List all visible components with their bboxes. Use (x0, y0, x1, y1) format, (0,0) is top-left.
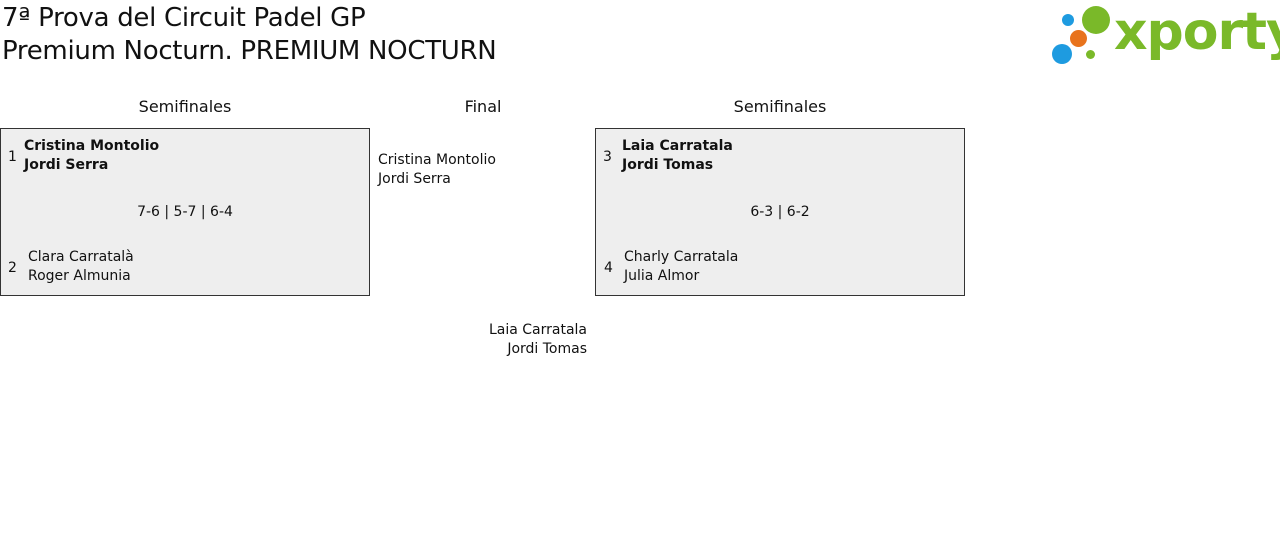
logo-dot-orange (1070, 30, 1087, 47)
logo-dot-blue-top (1062, 14, 1074, 26)
round-label-semifinal-left: Semifinales (138, 97, 232, 116)
match-score: 7-6 | 5-7 | 6-4 (137, 204, 233, 220)
player-name: Laia Carratala (622, 138, 733, 154)
final-team-right[interactable]: Laia Carratala Jordi Tomas (437, 321, 587, 359)
player-name: Jordi Tomas (622, 157, 714, 173)
round-label-semifinal-right: Semifinales (733, 97, 827, 116)
player-name: Jordi Serra (378, 171, 451, 187)
team-loser[interactable]: Clara Carratalà Roger Almunia (28, 248, 134, 286)
semifinal-match-right[interactable]: 3 Laia Carratala Jordi Tomas 6-3 | 6-2 4… (595, 128, 965, 296)
title-line-2: Premium Nocturn. PREMIUM NOCTURN (2, 36, 497, 66)
logo-text: xporty (1114, 2, 1280, 62)
logo-dot-blue-bottom (1052, 44, 1072, 64)
match-score: 6-3 | 6-2 (750, 204, 810, 220)
player-name: Jordi Tomas (507, 341, 587, 357)
page-title: 7ª Prova del Circuit Padel GP Premium No… (2, 2, 497, 68)
semifinal-match-left[interactable]: 1 Cristina Montolio Jordi Serra 7-6 | 5-… (0, 128, 370, 296)
seed-number: 1 (8, 149, 17, 165)
final-team-left[interactable]: Cristina Montolio Jordi Serra (378, 151, 496, 189)
player-name: Clara Carratalà (28, 249, 134, 265)
player-name: Julia Almor (624, 268, 700, 284)
team-winner[interactable]: Laia Carratala Jordi Tomas (622, 137, 733, 175)
title-line-1: 7ª Prova del Circuit Padel GP (2, 3, 366, 33)
player-name: Cristina Montolio (378, 152, 496, 168)
seed-number: 2 (8, 260, 17, 276)
player-name: Cristina Montolio (24, 138, 160, 154)
xporty-logo[interactable]: xporty (1050, 2, 1280, 68)
logo-dot-green (1082, 6, 1110, 34)
player-name: Roger Almunia (28, 268, 131, 284)
round-label-final: Final (464, 97, 502, 116)
seed-number: 4 (604, 260, 613, 276)
player-name: Laia Carratala (488, 322, 587, 338)
logo-dot-green-small (1086, 50, 1095, 59)
team-winner[interactable]: Cristina Montolio Jordi Serra (24, 137, 159, 175)
player-name: Jordi Serra (24, 157, 109, 173)
seed-number: 3 (603, 149, 612, 165)
player-name: Charly Carratala (624, 249, 739, 265)
team-loser[interactable]: Charly Carratala Julia Almor (624, 248, 738, 286)
